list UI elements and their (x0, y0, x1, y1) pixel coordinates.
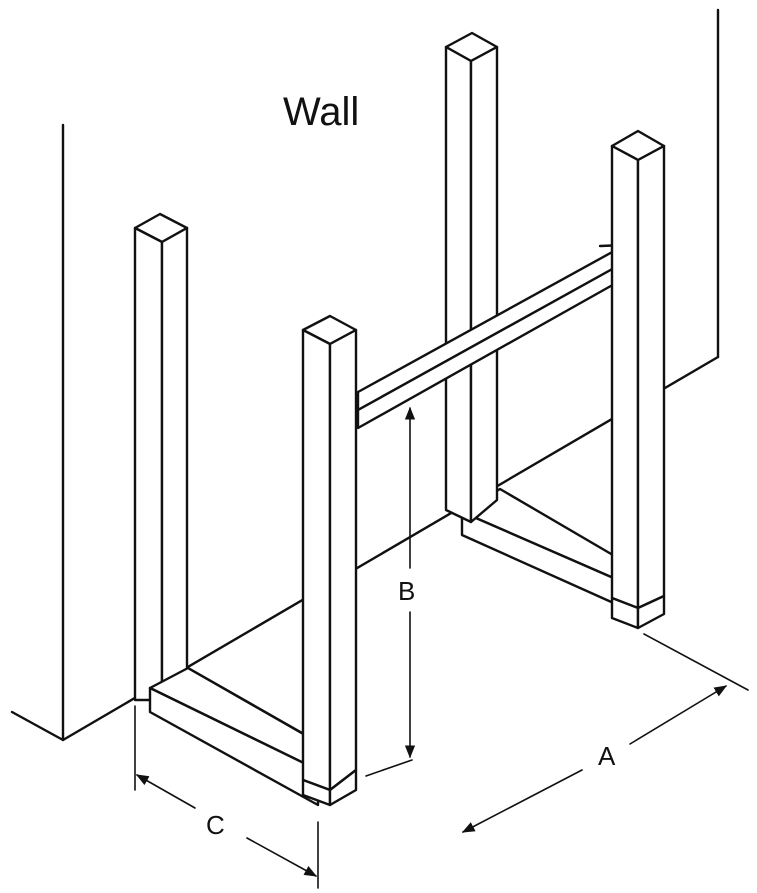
front-left-bottom-plate (148, 666, 320, 807)
front-left-stud (301, 314, 358, 807)
dimension-b-label: B (398, 576, 415, 606)
dimension-a-label: A (598, 741, 616, 771)
dimension-c (134, 705, 319, 889)
front-right-stud (610, 129, 666, 630)
back-left-stud (133, 212, 189, 702)
dimension-c-label: C (206, 810, 225, 840)
wall-label: Wall (283, 90, 359, 134)
dimension-a (365, 633, 749, 833)
back-right-tall-stud (444, 31, 499, 524)
